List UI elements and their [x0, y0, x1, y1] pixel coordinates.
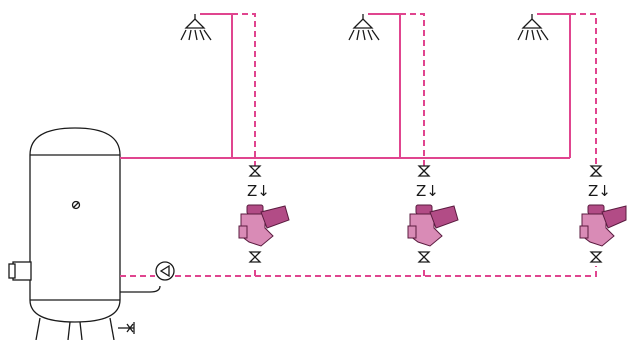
- shutoff-valve-icon: [589, 165, 603, 177]
- riser-pipe-1: [200, 13, 233, 158]
- shower-head-icon-2: [348, 14, 380, 41]
- drain-valve-icon: [126, 323, 134, 333]
- shutoff-valve-icon: [589, 251, 603, 263]
- circulation-pump-icon: [155, 261, 175, 281]
- shutoff-valve-icon: [248, 251, 262, 263]
- branch-fittings-1: Z↓: [238, 165, 290, 263]
- check-valve-label: Z↓: [588, 182, 611, 200]
- shutoff-valve-icon: [417, 165, 431, 177]
- branch-fittings-2: Z↓: [407, 165, 459, 263]
- shower-head-icon-3: [517, 14, 549, 41]
- circulation-pipe-3: [570, 13, 597, 166]
- circulation-pipe-2: [400, 13, 425, 166]
- branch-fittings-3: Z↓: [579, 165, 627, 263]
- storage-tank: [8, 127, 161, 340]
- check-valve-label: Z↓: [416, 182, 439, 200]
- circulation-return-pipe: [120, 266, 597, 277]
- riser-pipe-3: [537, 13, 571, 158]
- shutoff-valve-icon: [417, 251, 431, 263]
- circulation-pipe-1: [232, 13, 256, 166]
- circulation-valve-icon: [238, 204, 290, 247]
- circulation-valve-icon: [579, 204, 627, 247]
- heater-flange: [12, 261, 32, 281]
- check-valve-label: Z↓: [247, 182, 270, 200]
- circulation-valve-icon: [407, 204, 459, 247]
- shower-head-icon-1: [180, 14, 212, 41]
- riser-pipe-2: [368, 13, 401, 158]
- shutoff-valve-icon: [248, 165, 262, 177]
